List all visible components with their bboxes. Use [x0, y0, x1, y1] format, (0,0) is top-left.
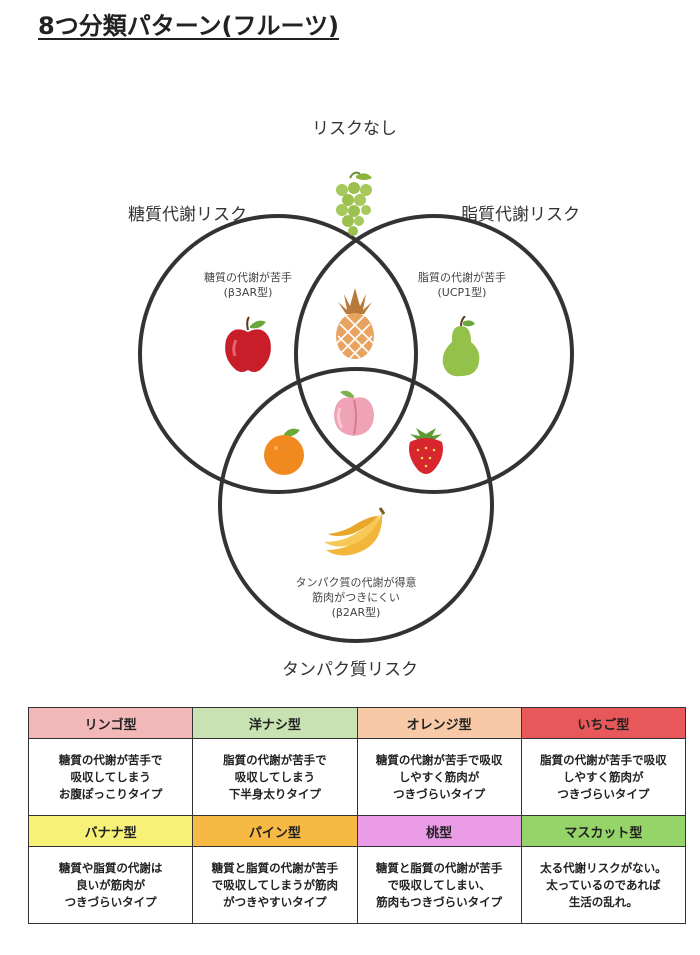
fat-risk-circle — [294, 214, 574, 494]
type-desc-orange: 糖質の代謝が苦手で吸収 しやすく筋肉が つきづらいタイプ — [356, 738, 522, 816]
peach-icon — [334, 390, 374, 436]
page-title: 8つ分類パターン(フルーツ) — [38, 12, 339, 40]
orange-icon — [264, 428, 304, 475]
apple-icon — [225, 316, 271, 372]
type-header-orange: オレンジ型 — [356, 707, 522, 739]
banana-icon — [324, 507, 386, 556]
type-table: リンゴ型 洋ナシ型 オレンジ型 いちご型 糖質の代謝が苦手で 吸収してしまう お… — [27, 707, 687, 924]
fat-risk-label: 脂質代謝リスク — [461, 205, 580, 225]
grape-icon — [336, 171, 372, 236]
no-risk-label: リスクなし — [312, 119, 397, 139]
type-desc-apple: 糖質の代謝が苦手で 吸収してしまう お腹ぽっこりタイプ — [27, 738, 194, 816]
pear-icon — [442, 316, 480, 377]
type-header-strawberry: いちご型 — [520, 707, 687, 739]
protein-note: タンパク質の代謝が得意 筋肉がつきにくい (β2AR型) — [295, 576, 417, 619]
protein-risk-circle — [218, 367, 494, 643]
type-desc-pear: 脂質の代謝が苦手で 吸収してしまう 下半身太りタイプ — [192, 738, 358, 816]
protein-risk-label: タンパク質リスク — [282, 660, 418, 680]
type-header-pear: 洋ナシ型 — [192, 707, 358, 739]
type-header-pineapple: パイン型 — [192, 815, 358, 847]
type-header-muscat: マスカット型 — [520, 815, 687, 847]
type-header-banana: バナナ型 — [27, 815, 194, 847]
sugar-risk-circle — [138, 214, 418, 494]
type-header-peach: 桃型 — [356, 815, 522, 847]
type-desc-peach: 糖質と脂質の代謝が苦手 で吸収してしまい、 筋肉もつきづらいタイプ — [356, 846, 522, 924]
type-header-apple: リンゴ型 — [27, 707, 194, 739]
type-desc-banana: 糖質や脂質の代謝は 良いが筋肉が つきづらいタイプ — [27, 846, 194, 924]
type-desc-strawberry: 脂質の代謝が苦手で吸収 しやすく筋肉が つきづらいタイプ — [520, 738, 687, 816]
venn-diagram — [138, 214, 574, 643]
type-desc-pineapple: 糖質と脂質の代謝が苦手 で吸収してしまうが筋肉 がつきやすいタイプ — [192, 846, 358, 924]
fat-note: 脂質の代謝が苦手 (UCP1型) — [418, 271, 506, 299]
strawberry-icon — [409, 428, 443, 474]
sugar-risk-label: 糖質代謝リスク — [128, 205, 247, 225]
type-desc-muscat: 太る代謝リスクがない。 太っているのであれば 生活の乱れ。 — [520, 846, 687, 924]
sugar-note: 糖質の代謝が苦手 (β3AR型) — [204, 271, 292, 299]
pineapple-icon — [335, 288, 375, 359]
